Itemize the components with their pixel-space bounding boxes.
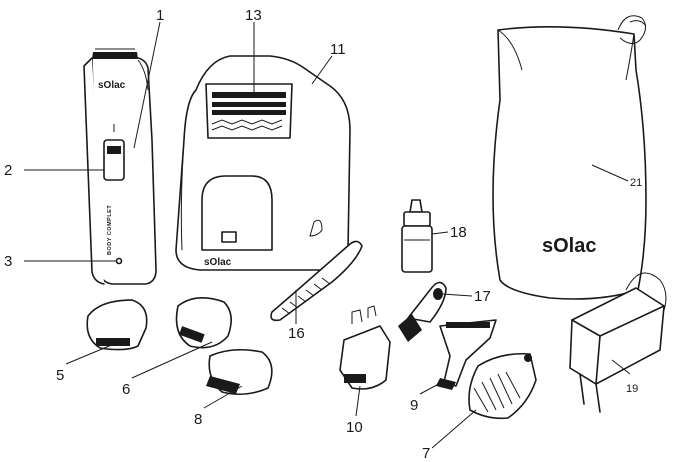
callout-13: 13 <box>245 7 262 24</box>
callout-21: 21 <box>630 177 642 189</box>
callout-17: 17 <box>474 288 491 305</box>
callout-6: 6 <box>122 381 130 398</box>
comb-attachment-6 <box>175 297 232 349</box>
callout-19: 19 <box>626 383 638 395</box>
base-brand-logo: sOlac <box>204 257 232 268</box>
trimmer-model-text: BODY COMPLET <box>107 205 113 255</box>
pouch-brand-logo: sOlac <box>542 235 596 257</box>
callout-9: 9 <box>410 397 418 414</box>
comb-attachment-5 <box>86 299 148 351</box>
trimmer-body: sOlac BODY COMPLET <box>83 48 157 285</box>
comb-attachment-9 <box>436 319 497 390</box>
charger-adapter <box>569 272 667 413</box>
callout-1: 1 <box>156 7 164 24</box>
callout-11: 11 <box>330 41 346 58</box>
charging-base: sOlac <box>175 55 351 271</box>
callout-2: 2 <box>4 162 12 179</box>
callout-18: 18 <box>450 224 467 241</box>
comb-attachment-7 <box>468 352 537 420</box>
cleaning-brush <box>398 281 447 342</box>
callout-8: 8 <box>194 411 202 428</box>
callout-labels: 1 2 3 13 11 21 18 17 16 10 9 8 6 5 7 19 <box>4 7 642 462</box>
callout-10: 10 <box>346 419 363 436</box>
callout-7: 7 <box>422 445 430 462</box>
cleaning-comb <box>270 240 363 322</box>
callout-16: 16 <box>288 325 305 342</box>
comb-attachment-10 <box>339 305 391 390</box>
callout-5: 5 <box>56 367 64 384</box>
callout-3: 3 <box>4 253 12 270</box>
leader-lines <box>24 21 631 449</box>
trimmer-brand-logo: sOlac <box>98 80 126 91</box>
storage-pouch: sOlac <box>492 15 647 300</box>
oil-bottle <box>401 199 433 273</box>
comb-attachment-8 <box>206 348 273 396</box>
